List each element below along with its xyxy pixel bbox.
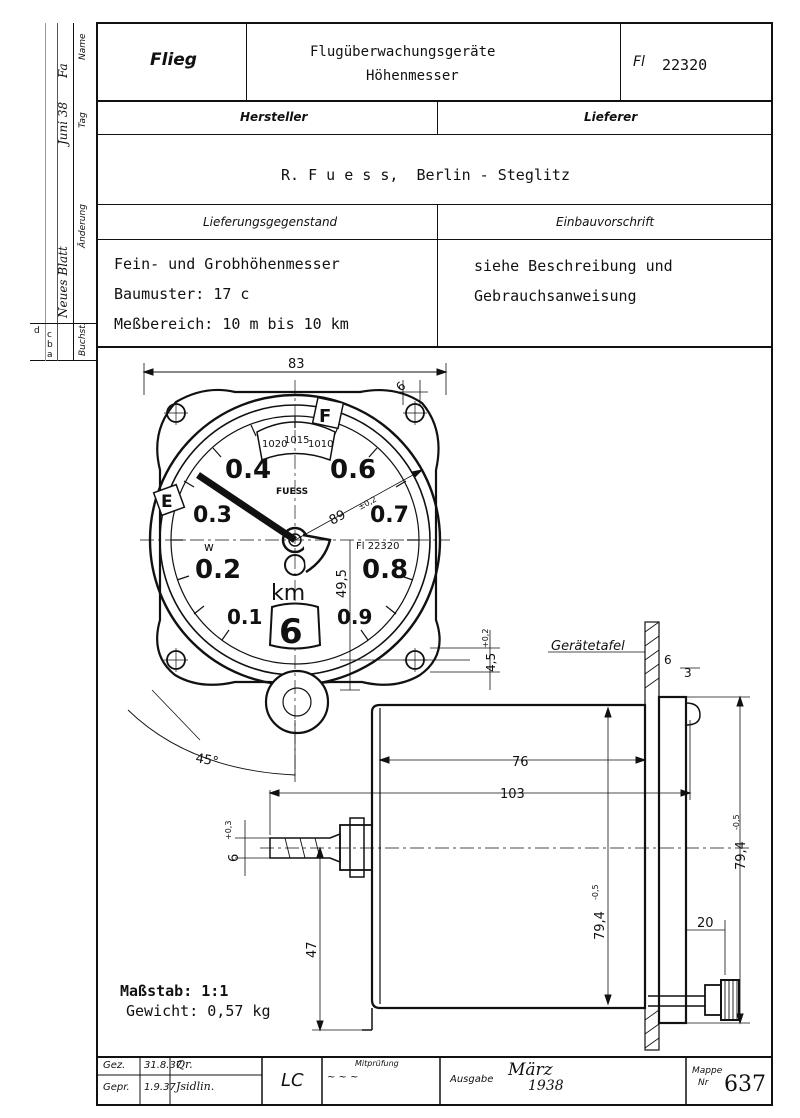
dim-dia-left-tol: -0,5 — [591, 884, 600, 900]
delivery-line-2: Baumuster: 17 c — [114, 285, 250, 303]
dim-nozzle-tol: +0,3 — [224, 821, 233, 840]
dial-label: 0.3 — [193, 503, 232, 528]
delivery-line-1: Fein- und Grobhöhenmesser — [114, 255, 340, 273]
flange-outline — [156, 388, 441, 686]
folder-nr-label: Nr — [698, 1078, 709, 1088]
margin-letter-a: a — [47, 350, 53, 360]
dim-angle: 45° — [194, 751, 219, 770]
dim-47: 47 — [305, 941, 320, 958]
dim-width: 83 — [288, 357, 305, 372]
issue-month: März — [508, 1060, 553, 1080]
company-name: Flieg — [150, 50, 197, 70]
dim-45: 4,5 — [484, 653, 498, 672]
marker-E-box — [152, 483, 186, 517]
dial-label: 0.7 — [370, 503, 409, 528]
supplier-label: Lieferer — [584, 110, 638, 124]
margin-letter-b: b — [47, 340, 53, 350]
fine-scale-window — [256, 421, 336, 462]
device-name: Höhenmesser — [366, 68, 459, 84]
device-category: Flugüberwachungsgeräte — [310, 44, 496, 60]
frame-right — [771, 22, 773, 1106]
pointer-long — [196, 472, 297, 543]
margin-letter-c: c — [47, 330, 52, 340]
installation-line-1: siehe Beschreibung und — [474, 257, 673, 275]
digit-window — [268, 602, 322, 650]
installation-line-2: Gebrauchsanweisung — [474, 287, 637, 305]
margin-letter-d: d — [34, 326, 40, 336]
folder-value: 637 — [724, 1072, 766, 1097]
drawn-date: 31.8.37 — [144, 1060, 183, 1071]
dim-panel-6: 6 — [664, 653, 672, 667]
dim-20: 20 — [697, 916, 714, 931]
dial-label: 0.4 — [225, 455, 271, 485]
installation-label: Einbauvorschrift — [556, 215, 655, 229]
dial-label: 0.6 — [330, 455, 376, 485]
gauge-brand: FUESS — [276, 487, 308, 497]
dim-dia-right-tol: -0,5 — [732, 814, 741, 830]
marker-F: F — [319, 406, 331, 427]
review-label: Mitprüfung — [355, 1059, 399, 1068]
weight-label: Gewicht: 0,57 kg — [126, 1002, 271, 1020]
pressure-nozzle — [339, 824, 373, 871]
issue-label: Ausgabe — [450, 1074, 494, 1085]
dial-label: 0.2 — [195, 555, 241, 585]
dim-45-tol: +0,2 — [481, 629, 490, 648]
frame-left — [96, 22, 98, 1106]
dial-label: 0.8 — [362, 555, 408, 585]
side-knob — [704, 984, 722, 1016]
number-prefix: Fl — [633, 54, 645, 70]
digit-window-value: 6 — [279, 612, 303, 652]
issue-year: 1938 — [528, 1078, 564, 1094]
marker-F-box — [311, 396, 345, 430]
checked-name: Jsidlin. — [176, 1080, 215, 1093]
adjust-knob — [264, 669, 330, 735]
dial-label: 0.1 — [227, 605, 262, 629]
drawn-label: Gez. — [103, 1060, 126, 1071]
dim-nozzle: 6 — [227, 854, 242, 862]
frame-bottom — [97, 1104, 773, 1106]
dim-panel-3: 3 — [684, 666, 692, 680]
checked-label: Gepr. — [103, 1082, 130, 1093]
side-bezel — [657, 695, 688, 1025]
delivery-label: Lieferungsgegenstand — [203, 215, 338, 229]
initials: LC — [281, 1070, 304, 1091]
gauge-tag: Fl 22320 — [356, 541, 400, 552]
dim-76: 76 — [512, 755, 529, 770]
housing-body — [370, 703, 647, 1010]
gauge-w-mark: w — [204, 540, 214, 554]
panel-label: Gerätetafel — [551, 639, 625, 654]
dial-label: 0.9 — [337, 605, 372, 629]
delivery-line-3: Meßbereich: 10 m bis 10 km — [114, 315, 349, 333]
fine-scale-1015: 1015 — [284, 435, 309, 446]
drawn-name: Qr. — [176, 1058, 193, 1071]
drawing-number: 22320 — [662, 56, 708, 74]
fine-scale-1020: 1020 — [262, 439, 287, 450]
dim-dia-left: 79,4 — [593, 911, 608, 940]
review-signatures: ~ ~ ~ — [327, 1072, 359, 1083]
marker-E: E — [161, 492, 173, 512]
frame-top — [97, 22, 772, 24]
gauge-unit: km — [271, 581, 305, 606]
dim-diagonal: 89 — [327, 508, 349, 529]
manufacturer-value: R. F u e s s, Berlin - Steglitz — [281, 166, 570, 184]
manufacturer-label: Hersteller — [240, 110, 308, 124]
checked-date: 1.9.37 — [144, 1082, 176, 1093]
dim-103: 103 — [500, 787, 525, 802]
scale-label: Maßstab: 1:1 — [120, 982, 229, 1000]
folder-label: Mappe — [692, 1066, 723, 1076]
fine-scale-1010: 1010 — [308, 439, 333, 450]
dim-495: 49,5 — [335, 569, 350, 598]
dim-dia-right: 79,4 — [734, 841, 749, 870]
